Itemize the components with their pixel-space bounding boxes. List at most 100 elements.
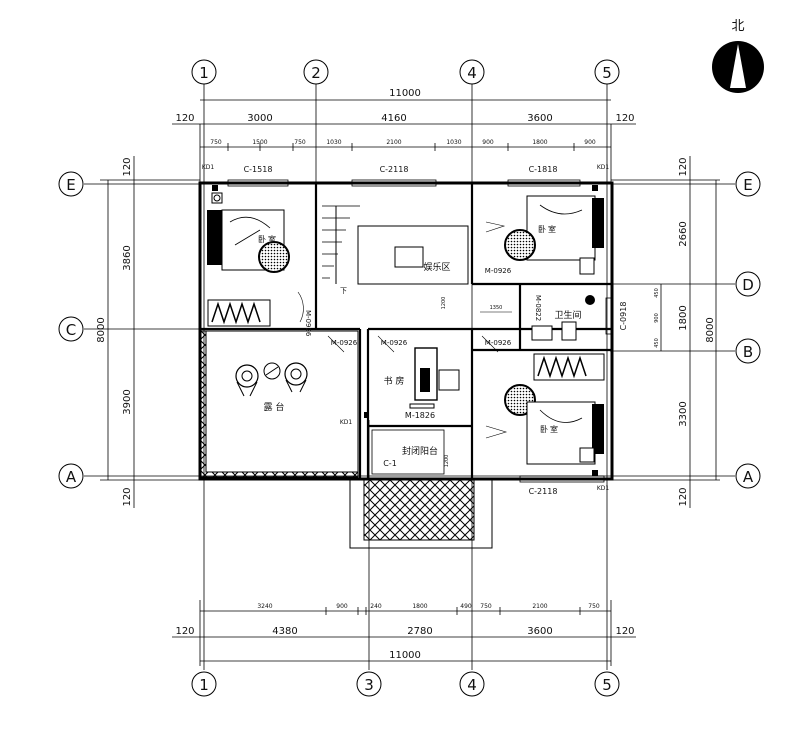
svg-text:120: 120 bbox=[175, 626, 194, 637]
svg-text:1200: 1200 bbox=[441, 297, 447, 310]
window-labels: C-1518 C-2118 C-1818 C-2118 C-0918 C-1 bbox=[244, 165, 628, 496]
svg-text:5: 5 bbox=[602, 64, 612, 82]
axis-bubble: A bbox=[735, 463, 761, 489]
axis-bubble: 5 bbox=[594, 59, 620, 85]
svg-text:1800: 1800 bbox=[678, 305, 689, 330]
svg-text:1200: 1200 bbox=[444, 455, 450, 468]
svg-text:1: 1 bbox=[199, 676, 209, 694]
svg-text:C-1: C-1 bbox=[383, 459, 397, 468]
svg-text:11000: 11000 bbox=[389, 650, 421, 661]
svg-text:1030: 1030 bbox=[446, 139, 461, 146]
svg-text:M-0822: M-0822 bbox=[534, 295, 542, 321]
axis-bubble: 4 bbox=[459, 671, 485, 697]
bedroom-ne: 卧 室 M-0926 bbox=[485, 195, 604, 275]
dim-lines-left bbox=[100, 156, 200, 508]
svg-text:室: 室 bbox=[550, 424, 558, 434]
svg-text:KD1: KD1 bbox=[597, 164, 610, 171]
svg-text:8000: 8000 bbox=[96, 317, 107, 342]
balcony-projection bbox=[349, 477, 493, 549]
svg-text:120: 120 bbox=[122, 157, 133, 176]
axis-bubbles-right: E D B A bbox=[735, 171, 761, 489]
axis-bubble: 1 bbox=[191, 671, 217, 697]
svg-text:KD1: KD1 bbox=[597, 485, 610, 492]
north-arrow-icon: 北 bbox=[712, 19, 764, 93]
svg-text:450: 450 bbox=[654, 288, 660, 298]
dim-text-bottom: 3240 900 240 1800 490 750 2100 750 120 4… bbox=[175, 603, 634, 661]
svg-text:750: 750 bbox=[480, 603, 492, 610]
svg-text:室: 室 bbox=[548, 224, 556, 234]
svg-text:C-0918: C-0918 bbox=[619, 302, 628, 331]
dim-text-top: 11000 120 3000 4160 3600 120 750 1500 75… bbox=[175, 88, 634, 146]
dim-lines-top bbox=[172, 99, 636, 184]
axis-bubble: A bbox=[58, 463, 84, 489]
door-labels: M-0926 M-0926 M-0926 bbox=[327, 335, 512, 353]
svg-text:4160: 4160 bbox=[381, 113, 406, 124]
chair-icon bbox=[235, 364, 259, 397]
dim-lines-bottom bbox=[172, 600, 636, 666]
svg-text:490: 490 bbox=[460, 603, 472, 610]
svg-text:C-1818: C-1818 bbox=[529, 165, 558, 174]
svg-text:3600: 3600 bbox=[527, 626, 552, 637]
svg-text:3860: 3860 bbox=[122, 245, 133, 270]
svg-text:900: 900 bbox=[482, 139, 494, 146]
svg-text:M-1826: M-1826 bbox=[405, 411, 435, 420]
svg-text:750: 750 bbox=[294, 139, 306, 146]
svg-text:E: E bbox=[66, 176, 75, 194]
svg-text:A: A bbox=[743, 468, 754, 486]
svg-text:KD1: KD1 bbox=[202, 164, 215, 171]
svg-text:D: D bbox=[742, 276, 754, 294]
axis-bubble: 5 bbox=[594, 671, 620, 697]
svg-text:3600: 3600 bbox=[527, 113, 552, 124]
svg-text:E: E bbox=[743, 176, 752, 194]
internal-dims: 1200 1350 1200 bbox=[441, 297, 512, 468]
svg-text:2780: 2780 bbox=[407, 626, 432, 637]
svg-text:3: 3 bbox=[364, 676, 374, 694]
svg-text:1: 1 bbox=[199, 64, 209, 82]
room-label-entertainment: 娱乐区 bbox=[423, 261, 450, 273]
svg-text:750: 750 bbox=[588, 603, 600, 610]
svg-text:120: 120 bbox=[615, 626, 634, 637]
dim-text-left: 8000 120 3860 3900 120 bbox=[96, 157, 133, 506]
svg-text:KD1: KD1 bbox=[340, 419, 353, 426]
svg-text:4: 4 bbox=[467, 64, 477, 82]
axis-bubble: 1 bbox=[191, 59, 217, 85]
svg-text:C-2118: C-2118 bbox=[380, 165, 409, 174]
svg-text:3240: 3240 bbox=[257, 603, 272, 610]
svg-text:室: 室 bbox=[268, 234, 276, 244]
svg-text:卧: 卧 bbox=[258, 235, 266, 244]
svg-text:M-0926: M-0926 bbox=[485, 267, 512, 275]
svg-text:240: 240 bbox=[370, 603, 382, 610]
axis-lines bbox=[84, 84, 735, 670]
svg-text:2100: 2100 bbox=[386, 139, 401, 146]
bathroom: 卫生间 M-0822 bbox=[531, 295, 595, 341]
svg-text:2: 2 bbox=[311, 64, 321, 82]
svg-text:5: 5 bbox=[602, 676, 612, 694]
room-label-bathroom: 卫生间 bbox=[554, 309, 581, 321]
svg-text:卧: 卧 bbox=[538, 225, 546, 234]
svg-text:卧: 卧 bbox=[540, 425, 548, 434]
windows bbox=[227, 179, 613, 483]
axis-bubble: B bbox=[735, 338, 761, 364]
svg-text:1030: 1030 bbox=[326, 139, 341, 146]
svg-text:1800: 1800 bbox=[412, 603, 427, 610]
svg-text:8000: 8000 bbox=[705, 317, 716, 342]
svg-text:4380: 4380 bbox=[272, 626, 297, 637]
axis-bubbles-left: E C A bbox=[58, 171, 84, 489]
axis-bubble: 2 bbox=[303, 59, 329, 85]
axis-bubble: D bbox=[735, 271, 761, 297]
svg-text:M-0926: M-0926 bbox=[331, 339, 358, 347]
svg-text:C: C bbox=[66, 321, 76, 339]
svg-text:3900: 3900 bbox=[122, 389, 133, 414]
axis-bubbles-top: 1 2 4 5 bbox=[191, 59, 620, 85]
svg-text:1800: 1800 bbox=[532, 139, 547, 146]
svg-text:下: 下 bbox=[340, 287, 347, 295]
svg-text:2660: 2660 bbox=[678, 221, 689, 246]
axis-bubble: E bbox=[735, 171, 761, 197]
kd1-markers: KD1 KD1 KD1 KD1 bbox=[202, 164, 610, 492]
bedroom-se: 卧 室 bbox=[485, 353, 605, 465]
room-label-terrace: 露 台 bbox=[264, 401, 285, 413]
svg-text:11000: 11000 bbox=[389, 88, 421, 99]
stair-entertainment: 娱乐区 下 bbox=[322, 205, 469, 295]
svg-text:120: 120 bbox=[615, 113, 634, 124]
